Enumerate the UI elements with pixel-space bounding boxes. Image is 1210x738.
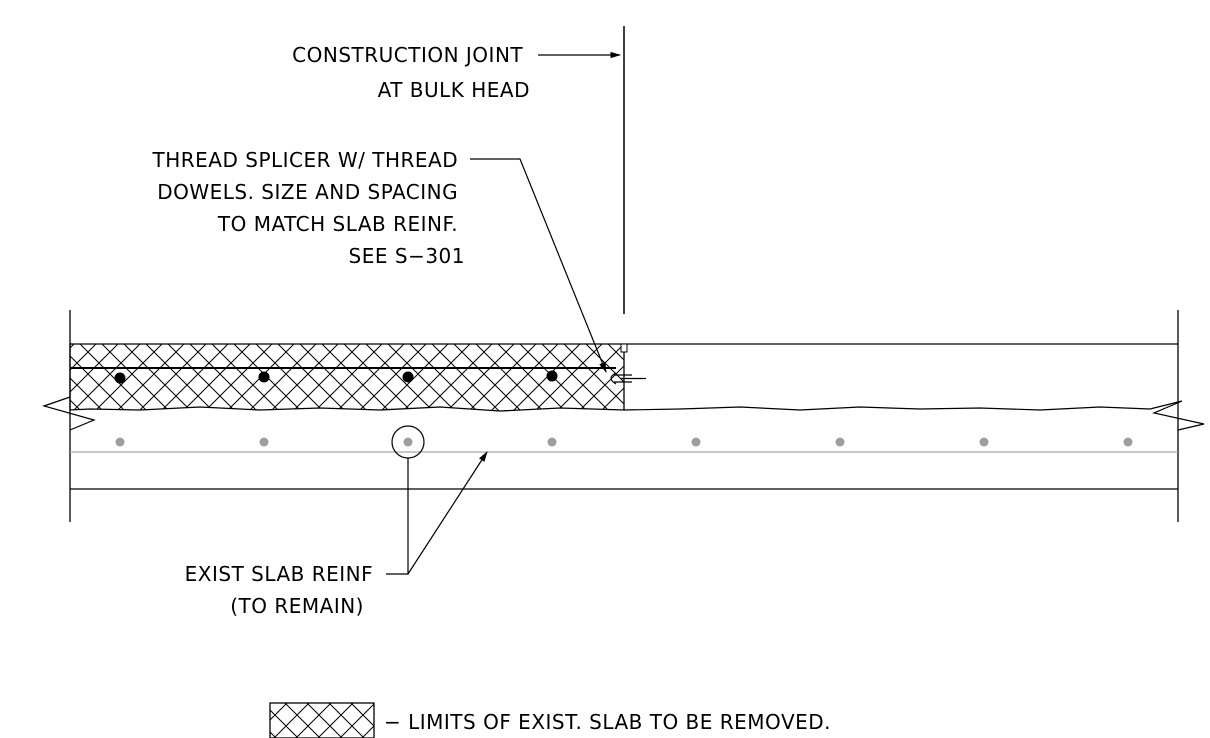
- legend-label: − LIMITS OF EXIST. SLAB TO BE REMOVED.: [384, 710, 831, 734]
- right-break-symbol: [1149, 400, 1205, 431]
- dowel-bar: [402, 371, 414, 383]
- existing-bar: [691, 437, 701, 447]
- left-break-symbol: [41, 396, 96, 431]
- thread-splicer-leader: [470, 158, 607, 374]
- construction-joint-note: CONSTRUCTION JOINT AT BULK HEAD: [292, 43, 530, 102]
- exist-reinf-leader-arrow: [386, 451, 488, 575]
- existing-bar: [403, 437, 413, 447]
- existing-bar: [115, 437, 125, 447]
- existing-bar: [835, 437, 845, 447]
- break-line: [623, 406, 1151, 411]
- existing-bar: [547, 437, 557, 447]
- dowel-bar: [114, 372, 126, 384]
- legend-hatch-swatch: [269, 702, 375, 738]
- thread-splicer-note: THREAD SPLICER W/ THREAD DOWELS. SIZE AN…: [152, 148, 465, 268]
- dowel-bar: [258, 371, 270, 383]
- exist-reinf-note: EXIST SLAB REINF (TO REMAIN): [185, 562, 380, 618]
- legend: − LIMITS OF EXIST. SLAB TO BE REMOVED.: [269, 702, 831, 738]
- dowel-bar: [546, 370, 558, 382]
- thread-splicer-icon: [610, 372, 646, 385]
- bulkhead-tick: [620, 343, 628, 353]
- existing-bar: [979, 437, 989, 447]
- removal-zone-hatch: [69, 343, 625, 412]
- existing-bar: [259, 437, 269, 447]
- existing-bar: [1123, 437, 1133, 447]
